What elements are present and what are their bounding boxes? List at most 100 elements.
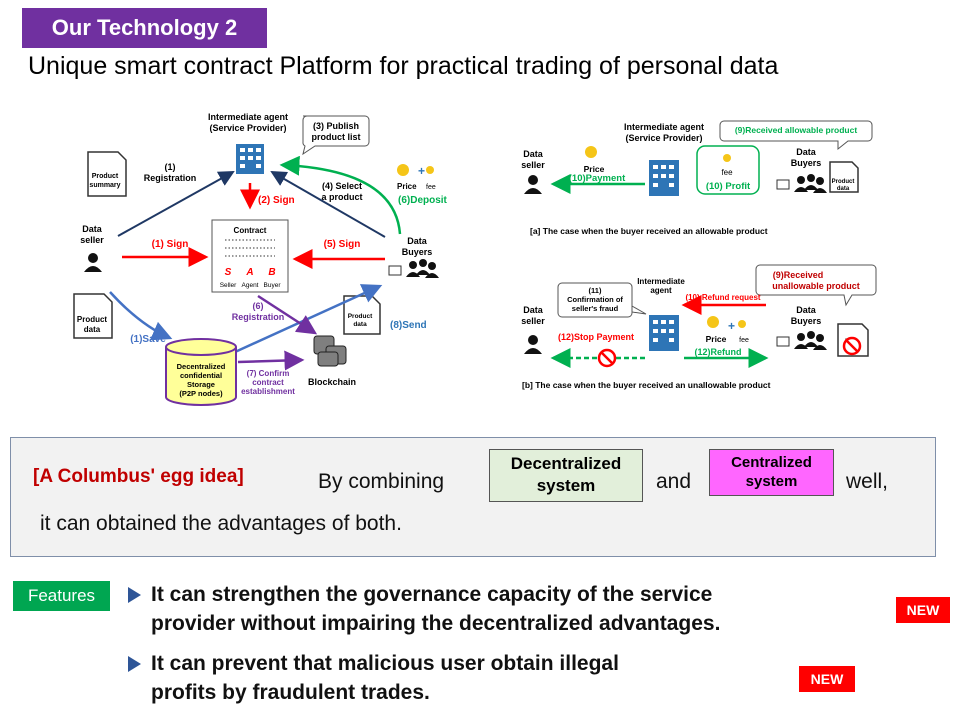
feature-1-line-1: It can strengthen the governance capacit…	[151, 583, 713, 606]
agent-sub-label: (Service Provider)	[209, 123, 286, 133]
save-arrow	[109, 291, 173, 341]
svg-text:agent: agent	[650, 286, 672, 295]
svg-text:a product: a product	[321, 192, 362, 202]
svg-text:fee: fee	[721, 168, 733, 177]
storage-cylinder-icon	[165, 338, 237, 406]
agent-label: Intermediate agent	[208, 112, 288, 122]
deposit-arrow	[279, 155, 402, 235]
page-subtitle: Unique smart contract Platform for pract…	[28, 52, 779, 80]
idea-label: [A Columbus' egg idea]	[33, 466, 244, 487]
svg-text:Buyers: Buyers	[791, 158, 822, 168]
svg-text:Intermediate: Intermediate	[637, 277, 685, 286]
publish-label-1: (3) Publish	[313, 121, 359, 131]
svg-text:seller's fraud: seller's fraud	[572, 304, 619, 313]
case-b-building-icon	[649, 315, 679, 351]
svg-text:+: +	[728, 319, 735, 333]
product-summary-doc-icon	[87, 151, 127, 197]
svg-text:(6): (6)	[253, 301, 264, 311]
registration-label-1: (1)	[165, 162, 176, 172]
case-a-diagram: Intermediate agent (Service Provider) (9…	[521, 120, 873, 236]
svg-text:Data: Data	[82, 224, 103, 234]
case-a-caption: [a] The case when the buyer received an …	[530, 226, 768, 236]
svg-text:Product: Product	[92, 173, 119, 180]
bullet-arrow-icon	[128, 587, 141, 603]
feature-2-line-1: It can prevent that malicious user obtai…	[151, 652, 619, 675]
svg-text:Contract: Contract	[234, 226, 267, 235]
svg-text:(5) Sign: (5) Sign	[324, 239, 361, 250]
feature-2-line-2: profits by fraudulent trades.	[151, 681, 430, 704]
by-combining-text: By combining	[318, 470, 445, 493]
svg-text:Decentralized: Decentralized	[177, 362, 226, 371]
svg-text:(12)Stop Payment: (12)Stop Payment	[558, 332, 634, 342]
stop-icon	[597, 348, 617, 368]
received-allowable-callout	[719, 120, 873, 151]
bullet-arrow-icon	[128, 656, 141, 672]
svg-text:(6)Deposit: (6)Deposit	[398, 195, 448, 206]
data-seller-person-icon	[84, 253, 102, 272]
case-a-coin-icon	[585, 146, 597, 158]
case-b-buyers-icon	[776, 331, 827, 350]
case-a-building-icon	[649, 160, 679, 196]
svg-text:establishment: establishment	[241, 387, 295, 396]
profit-box	[696, 145, 760, 195]
case-a-seller-person-icon	[524, 175, 542, 194]
prohibited-icon	[842, 336, 862, 356]
case-a-product-doc-icon	[829, 161, 859, 193]
svg-text:(1)Save: (1)Save	[130, 334, 166, 345]
feature-1-line-2: provider without impairing the decentral…	[151, 612, 721, 635]
case-b-diagram: (9)Received unallowable product (11) Con…	[521, 264, 877, 390]
feature-item-2: It can prevent that malicious user obtai…	[151, 649, 619, 707]
svg-text:(12)Refund: (12)Refund	[695, 347, 742, 357]
svg-text:Data: Data	[796, 305, 817, 315]
coin-icon	[397, 164, 409, 176]
data-buyers-group-icon	[388, 259, 439, 278]
svg-text:contract: contract	[252, 378, 284, 387]
svg-text:seller: seller	[80, 235, 104, 245]
centralized-label-2: system	[745, 473, 798, 490]
publish-callout	[302, 115, 370, 156]
svg-text:Buyers: Buyers	[791, 316, 822, 326]
centralized-system-box: Centralized system	[709, 449, 834, 496]
svg-text:(4) Select: (4) Select	[322, 181, 362, 191]
page-title-badge: Our Technology 2	[22, 8, 267, 48]
svg-text:(7) Confirm: (7) Confirm	[247, 369, 290, 378]
svg-text:summary: summary	[89, 182, 120, 189]
svg-text:Data: Data	[407, 236, 428, 246]
svg-text:seller: seller	[521, 160, 545, 170]
registration-arrow	[117, 171, 235, 237]
svg-text:(11): (11)	[589, 286, 602, 295]
publish-label-2: product list	[312, 132, 361, 142]
svg-text:data: data	[353, 321, 367, 328]
svg-text:(8)Send: (8)Send	[390, 320, 427, 331]
new-badge-1: NEW	[896, 597, 950, 623]
svg-text:Seller: Seller	[220, 282, 237, 289]
svg-text:A: A	[245, 267, 253, 278]
centralized-label-1: Centralized	[731, 454, 812, 471]
case-b-seller-person-icon	[524, 335, 542, 354]
decentralized-label-1: Decentralized	[510, 454, 622, 473]
svg-text:Data: Data	[523, 305, 544, 315]
decentralized-system-box: Decentralized system	[489, 449, 643, 502]
idea-panel	[10, 437, 936, 557]
feature-item-1: It can strengthen the governance capacit…	[151, 580, 720, 638]
new-badge-2: NEW	[799, 666, 855, 692]
svg-text:seller: seller	[521, 316, 545, 326]
svg-text:(P2P nodes): (P2P nodes)	[179, 389, 223, 398]
svg-text:S: S	[225, 267, 232, 278]
svg-text:Registration: Registration	[232, 312, 285, 322]
svg-text:Buyer: Buyer	[264, 282, 282, 289]
well-text: well,	[846, 470, 889, 493]
svg-text:Price: Price	[706, 334, 727, 344]
svg-text:Product: Product	[348, 313, 373, 320]
case-b-coin-icon	[707, 316, 719, 328]
svg-text:Product: Product	[77, 315, 108, 324]
svg-text:confidential: confidential	[180, 371, 222, 380]
svg-text:Blockchain: Blockchain	[308, 377, 356, 387]
svg-text:data: data	[837, 186, 850, 192]
agent-building-icon	[236, 144, 264, 174]
registration-label-2: Registration	[144, 173, 197, 183]
and-text: and	[656, 470, 692, 493]
svg-text:Agent: Agent	[242, 282, 259, 289]
svg-text:fee: fee	[426, 184, 436, 191]
svg-text:Confirmation of: Confirmation of	[567, 295, 623, 304]
